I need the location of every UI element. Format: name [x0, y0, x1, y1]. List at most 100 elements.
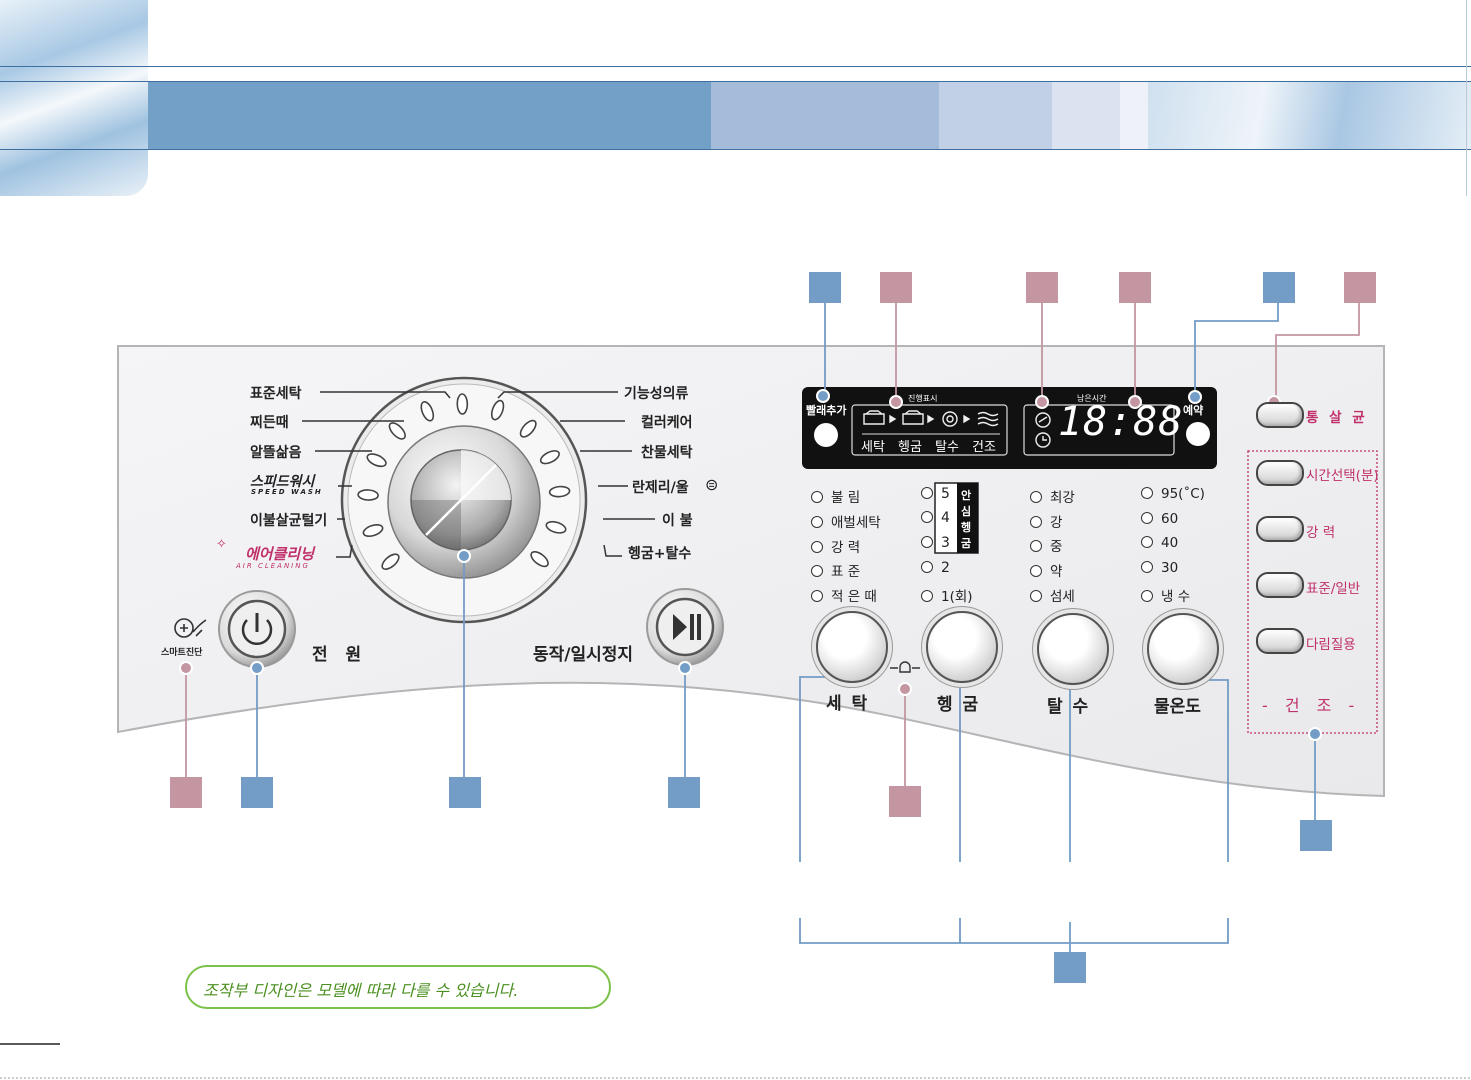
progress-icons: [864, 411, 998, 426]
time-display: 18:88: [1058, 402, 1183, 442]
temp-knob-label: 물온도: [1154, 692, 1201, 717]
wash-knob-label: 세 탁: [826, 689, 869, 714]
program-speed-wash-sub: SPEED WASH: [251, 488, 323, 496]
reservation-hit[interactable]: [1185, 421, 1211, 447]
spin-opt-medium: 중: [1030, 535, 1062, 555]
dial-indicator-lamp: [380, 551, 402, 572]
rinse-opt-4: 4: [921, 510, 950, 526]
dry-iron-button[interactable]: [1256, 628, 1304, 654]
indicator-light: [811, 541, 823, 553]
wash-opt-normal: 표 준: [811, 560, 860, 580]
power-button[interactable]: [219, 591, 295, 667]
program-boil: 알뜰삶음: [250, 442, 302, 462]
safe-rinse-char-2: 심: [961, 503, 971, 519]
program-color-care: 컬러케어: [641, 412, 693, 432]
dial-indicator-lamp: [539, 448, 561, 466]
header-sky-right: [1148, 82, 1471, 149]
temp-opt-95: 95(˚C): [1141, 486, 1205, 502]
indicator-light: [811, 590, 823, 602]
program-cold-wash: 찬물세탁: [641, 442, 693, 462]
dry-normal-button[interactable]: [1256, 572, 1304, 598]
dial-indicator-lamp: [518, 418, 539, 440]
indicator-light: [1141, 487, 1153, 499]
spin-opt-delicate: 섬세: [1030, 585, 1075, 605]
program-functional: 기능성의류: [624, 383, 688, 403]
program-blanket: 이 불: [662, 510, 693, 530]
header-band-fade-3: [1052, 82, 1120, 149]
stage-spin: 탈수: [935, 436, 959, 455]
sky-image-left: [0, 0, 148, 196]
wash-opt-light: 적 은 때: [811, 585, 877, 605]
dial-indicator-lamp: [545, 520, 567, 535]
program-air-cleaning-sub: AIR CLEANING: [236, 562, 310, 570]
indicator-light: [1141, 512, 1153, 524]
design-note: 조작부 디자인은 모델에 따라 다를 수 있습니다.: [203, 977, 518, 1001]
wool-icon: ⊜: [705, 475, 718, 494]
program-blanket-sanitize: 이불살균털기: [250, 510, 327, 530]
dry-time-button[interactable]: [1256, 460, 1304, 486]
start-pause-button[interactable]: [647, 589, 723, 665]
tub-clean-button[interactable]: [1256, 402, 1304, 428]
indicator-light: [1030, 540, 1042, 552]
spin-opt-max: 최강: [1030, 486, 1075, 506]
spin-knob-label: 탈 수: [1047, 692, 1090, 717]
indicator-light: [1141, 536, 1153, 548]
reservation-label: 예약: [1183, 402, 1203, 418]
dial-indicator-lamp: [362, 523, 384, 539]
dry-strong-button[interactable]: [1256, 516, 1304, 542]
indicator-light: [921, 487, 933, 499]
smart-diagnosis-label: 스마트진단: [161, 645, 202, 658]
header-line-bottom: [0, 149, 1471, 150]
spin-opt-high: 강: [1030, 511, 1062, 531]
program-dial[interactable]: [388, 426, 540, 578]
dry-strong-label: 강 력: [1306, 521, 1335, 541]
progress-title: 진행표시: [908, 393, 937, 404]
header-band: [148, 82, 711, 149]
indicator-light: [1030, 565, 1042, 577]
temp-opt-cold: 냉 수: [1141, 585, 1190, 605]
dial-indicator-lamp: [358, 489, 378, 500]
wash-knob[interactable]: [816, 611, 888, 683]
air-cleaning-icon: ✧: [216, 537, 227, 552]
temp-opt-60: 60: [1141, 511, 1178, 527]
header-band-fade-4: [1120, 82, 1148, 149]
indicator-light: [921, 590, 933, 602]
drying-title: - 건 조 -: [1262, 692, 1360, 716]
indicator-light: [921, 511, 933, 523]
rinse-opt-3: 3: [921, 535, 950, 551]
program-heavy-soil: 찌든때: [250, 412, 289, 432]
spin-knob[interactable]: [1037, 613, 1109, 685]
rinse-knob[interactable]: [926, 611, 998, 683]
tub-clean-label: 통 살 균: [1306, 406, 1368, 426]
dial-indicator-lamp: [529, 549, 551, 569]
dial-indicator-lamp: [457, 394, 467, 414]
indicator-light: [921, 536, 933, 548]
start-pause-label: 동작/일시정지: [533, 640, 633, 665]
dry-normal-label: 표준/일반: [1306, 577, 1360, 597]
safe-rinse-char-4: 굼: [961, 535, 971, 551]
dry-time-label: 시간선택(분): [1306, 464, 1379, 484]
safe-rinse-char-1: 안: [961, 487, 971, 503]
temp-opt-40: 40: [1141, 535, 1178, 551]
stage-dry: 건조: [972, 436, 996, 455]
temp-knob[interactable]: [1147, 613, 1219, 685]
stage-wash: 세탁: [861, 436, 885, 455]
smart-diagnosis-button[interactable]: [170, 615, 204, 643]
clock-icons: [1036, 413, 1050, 447]
dial-indicator-lamp: [419, 400, 436, 422]
indicator-light: [811, 491, 823, 503]
indicator-light: [811, 565, 823, 577]
wash-opt-prewash: 애벌세탁: [811, 511, 881, 531]
dial-indicator-lamp: [489, 399, 505, 421]
safe-rinse-char-3: 헹: [961, 519, 971, 535]
program-rinse-spin: 헹굼+탈수: [628, 543, 691, 563]
wash-opt-soak: 불 림: [811, 486, 860, 506]
add-laundry-hit[interactable]: [813, 422, 839, 448]
add-laundry-label: 빨래추가: [806, 402, 846, 418]
spin-opt-low: 약: [1030, 560, 1062, 580]
rinse-knob-label: 헹 굼: [937, 690, 980, 715]
header-band-fade-2: [939, 82, 1052, 149]
page-edge-line: [1466, 0, 1467, 196]
dial-indicator-lamp: [549, 486, 570, 498]
indicator-light: [1030, 590, 1042, 602]
